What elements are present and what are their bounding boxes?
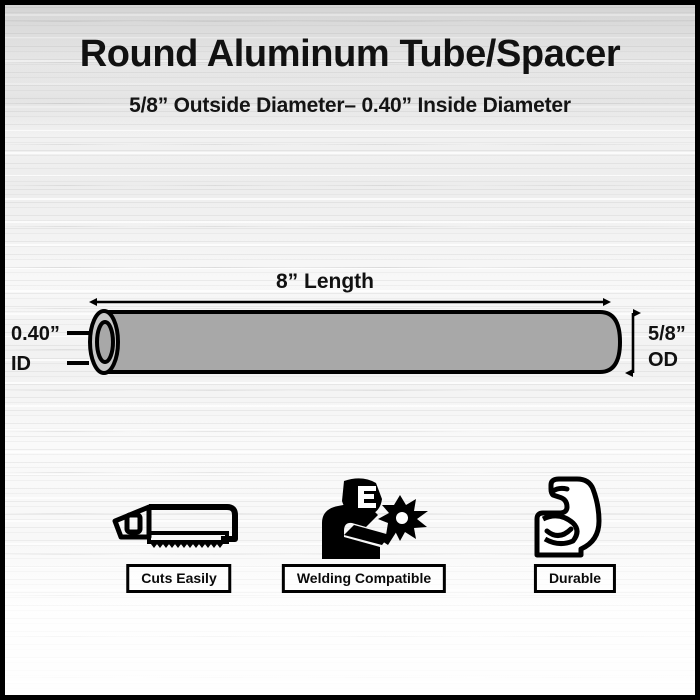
feature-label-welding-compatible: Welding Compatible — [281, 564, 447, 593]
feature-label-cuts-easily: Cuts Easily — [126, 564, 232, 593]
brushed-metal-plate: Round Aluminum Tube/Spacer 5/8” Outside … — [5, 5, 695, 695]
od-value: 5/8” — [648, 323, 686, 345]
feature-welding-compatible[interactable]: Welding Compatible — [281, 475, 447, 600]
id-value-label: 0.40” — [11, 323, 60, 345]
id-unit-label: ID — [11, 353, 31, 375]
od-unit: OD — [648, 349, 678, 371]
bicep-icon — [495, 475, 655, 561]
feature-cuts-easily[interactable]: Cuts Easily — [99, 475, 259, 600]
length-dimension-label: 8” Length — [276, 270, 374, 293]
page-subtitle: 5/8” Outside Diameter– 0.40” Inside Diam… — [129, 94, 571, 117]
header-shade-overlay — [5, 5, 695, 135]
feature-row: Cuts Easily — [5, 475, 695, 600]
od-dimension-label: 5/8” OD — [648, 321, 686, 373]
page-title: Round Aluminum Tube/Spacer — [79, 33, 621, 75]
feature-durable[interactable]: Durable — [495, 475, 655, 600]
welder-icon — [284, 475, 444, 561]
feature-label-durable: Durable — [533, 564, 617, 593]
hacksaw-icon — [99, 475, 259, 561]
